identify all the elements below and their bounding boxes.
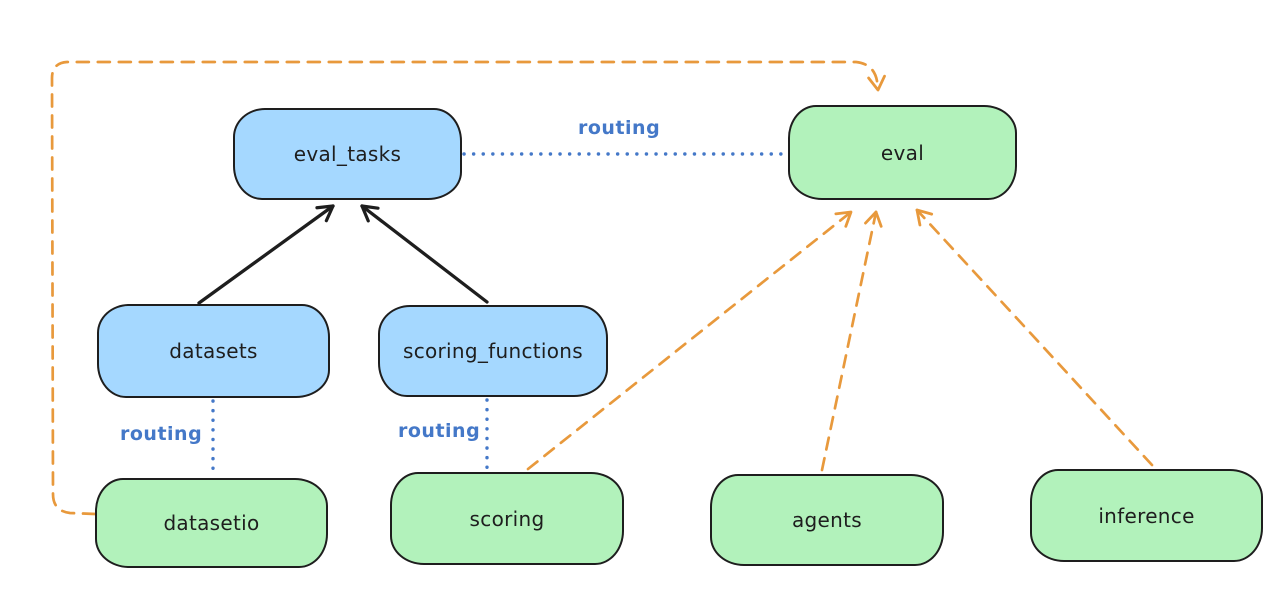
node-scoring-functions: scoring_functions [378,305,608,397]
node-datasets: datasets [97,304,330,398]
node-scoring: scoring [390,472,624,565]
node-scoring-label: scoring [469,506,545,531]
edge-label-routing-datasets-datasetio: routing [120,423,203,445]
node-datasets-label: datasets [169,339,258,363]
node-eval: eval [788,105,1017,200]
edge-datasets-to-eval-tasks [197,204,335,305]
node-datasetio: datasetio [95,478,328,568]
node-inference: inference [1030,469,1263,562]
node-agents: agents [710,474,944,566]
edge-inference-to-eval [915,208,1154,467]
edge-scoring-to-eval [526,210,853,471]
node-inference-label: inference [1098,503,1195,528]
edge-datasetio-to-eval-loop [50,60,886,516]
node-eval-tasks: eval_tasks [233,108,462,200]
node-datasetio-label: datasetio [163,511,260,535]
node-eval-tasks-label: eval_tasks [293,142,402,166]
edge-scoring-functions-to-eval-tasks [360,204,489,304]
edge-agents-to-eval [820,210,883,472]
node-scoring-functions-label: scoring_functions [402,339,584,363]
edge-label-routing-scoring-functions-scoring: routing [398,420,481,442]
node-eval-label: eval [880,140,925,165]
edge-label-routing-eval-tasks-eval: routing [578,117,661,139]
node-agents-label: agents [792,508,862,532]
